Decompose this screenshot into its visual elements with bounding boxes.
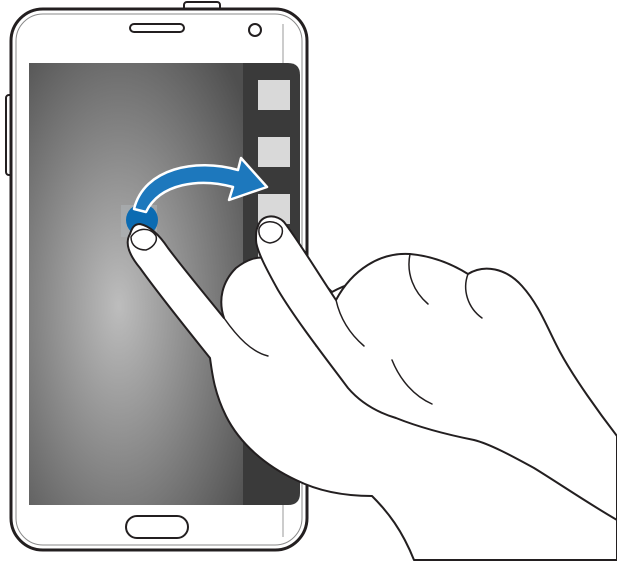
- home-button: [126, 516, 188, 538]
- camera-icon: [249, 24, 261, 36]
- edge-panel-slot: [258, 137, 290, 167]
- earpiece-icon: [130, 24, 184, 32]
- edge-panel-slot: [258, 80, 290, 110]
- phone-screen: [29, 63, 243, 505]
